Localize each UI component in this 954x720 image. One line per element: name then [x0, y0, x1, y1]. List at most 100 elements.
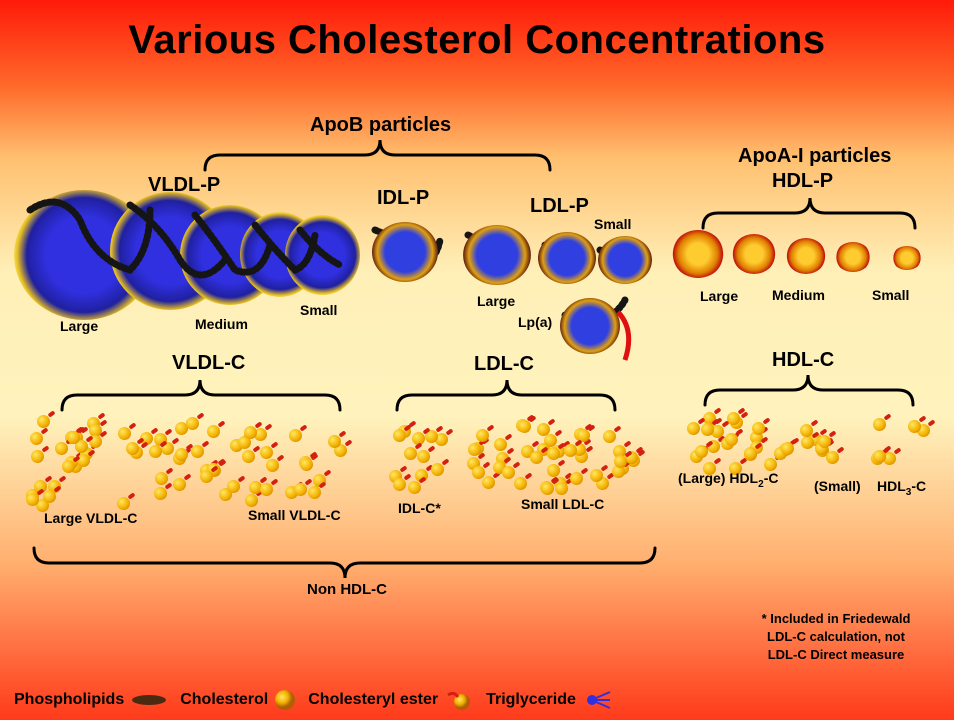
cholesteryl-ester-dot	[265, 459, 279, 473]
idl-p-heading: IDL-P	[377, 187, 430, 209]
cholesteryl-ester-dot	[467, 443, 481, 457]
vldl-small-label: Small	[300, 302, 338, 318]
cholesteryl-ester-dot	[408, 480, 422, 494]
non-hdl-c-bracket	[32, 546, 657, 579]
cholesteryl-ester-dot	[404, 446, 418, 460]
hdl-medium-label: Medium	[772, 287, 825, 303]
cholesteryl-ester-dot	[482, 476, 496, 490]
vldl-c-bracket	[60, 379, 342, 412]
ldl-c-heading: LDL-C	[474, 353, 534, 375]
cholesteryl-ester-dot	[243, 426, 257, 440]
cholesteryl-ester-dot	[727, 411, 741, 425]
cholesteryl-ester-dot	[501, 466, 515, 480]
hdl-medium-particle-1	[732, 234, 776, 274]
cholesteryl-ester-dot	[191, 445, 205, 459]
cholesteryl-ester-dot	[174, 447, 188, 461]
cholesteryl-ester-dot	[116, 497, 130, 511]
cholesteryl-ester-dot	[764, 458, 778, 472]
footnote-line-3: LDL-C Direct measure	[767, 647, 905, 662]
cholesteryl-ester-dot	[226, 479, 240, 493]
cholesteryl-ester-dot	[729, 462, 743, 476]
cholesteryl-ester-dot	[800, 424, 814, 438]
ldl-small-particle-2	[598, 236, 652, 284]
cholesterol-icon	[275, 690, 296, 710]
hdl-p-heading: HDL-P	[772, 170, 834, 192]
cholesteryl-ester-dot	[416, 449, 430, 463]
phospholipid-icon	[132, 695, 167, 705]
cholesteryl-ester-dot	[327, 435, 341, 449]
small-ldl-c-label: Small LDL-C	[521, 496, 605, 512]
ldl-large-label: Large	[477, 293, 516, 309]
cholesteryl-ester-dot	[260, 483, 274, 497]
cholesteryl-ester-dot	[513, 476, 527, 490]
cholesteryl-ester-dot	[569, 471, 583, 485]
cholesteryl-ester-dot	[244, 494, 258, 508]
cholesteryl-ester-dot	[476, 428, 490, 442]
cholesteryl-ester-dot	[299, 457, 313, 471]
cholesteryl-ester-dot	[554, 482, 568, 496]
cholesteryl-ester-dot	[818, 435, 832, 449]
cholesteryl-ester-dot	[530, 451, 544, 465]
idl-particle	[372, 222, 438, 282]
cholesteryl-ester-dot	[546, 463, 560, 477]
cholesteryl-ester-dot	[294, 483, 308, 497]
cholesteryl-ester-dot	[289, 428, 303, 442]
ldl-small-particle-1	[538, 232, 596, 284]
cholesteryl-ester-dot	[242, 449, 256, 463]
cholesteryl-ester-dot	[700, 422, 714, 436]
footnote-line-2: LDL-C calculation, not	[767, 629, 905, 644]
cholesteryl-ester-dot	[702, 462, 716, 476]
cholesteryl-ester-dot	[392, 429, 406, 443]
vldl-medium-label: Medium	[195, 316, 248, 332]
cholesteryl-ester-dot	[26, 493, 40, 507]
legend-phospholipids-label: Phospholipids	[14, 691, 125, 708]
vldl-p-heading: VLDL-P	[148, 174, 221, 196]
cholesteryl-ester-dot	[206, 424, 220, 438]
cholesteryl-ester-dot	[603, 429, 617, 443]
cholesteryl-ester-dot	[743, 446, 757, 460]
triglyceride-icon	[586, 691, 611, 709]
ldl-large-particle	[463, 225, 531, 285]
cholesteryl-ester-dot	[873, 418, 887, 432]
apob-bracket	[203, 139, 552, 172]
cholesteryl-ester-dot	[752, 422, 766, 436]
hdl-small-particle-1	[835, 242, 871, 272]
cholesteryl-ester-dot	[237, 435, 251, 449]
small-vldl-c-label: Small VLDL-C	[248, 507, 341, 523]
vldl-c-heading: VLDL-C	[172, 352, 246, 374]
cholesteryl-ester-dot	[563, 443, 577, 457]
ldl-small-label: Small	[594, 216, 632, 232]
cholesteryl-ester-dot	[518, 419, 532, 433]
cholesteryl-ester-dot	[174, 421, 188, 435]
cholesteryl-ester-dot	[75, 439, 89, 453]
cholesteryl-ester-dot	[125, 441, 139, 455]
cholesteryl-ester-dot	[431, 463, 445, 477]
cholesteryl-ester-dot	[825, 451, 839, 465]
cholesteryl-ester-dot	[612, 464, 625, 478]
cholesteryl-ester-dot	[248, 480, 262, 494]
hdl2-c-label: (Large) HDL2-C	[678, 470, 779, 490]
cholesteryl-ester-dot	[472, 466, 486, 480]
cholesteryl-ester-dot	[34, 479, 48, 493]
cholesteryl-ester-dot	[425, 430, 439, 444]
cholesteryl-ester-dot	[88, 424, 102, 438]
cholesteryl-ester-dot	[30, 449, 44, 463]
cholesteryl-ester-dot	[154, 472, 168, 486]
cholesteryl-ester-dot	[200, 470, 214, 484]
hdl-large-particle	[672, 230, 724, 278]
hdl-medium-particle-2	[786, 238, 826, 274]
large-vldl-c-label: Large VLDL-C	[44, 510, 138, 526]
cholesteryl-ester-dot	[687, 421, 701, 435]
cholesteryl-ester-dot	[67, 431, 81, 445]
hdl-p-bracket	[701, 197, 917, 230]
cholesteryl-ester-dot	[536, 422, 550, 436]
cholesteryl-ester-dot	[710, 425, 724, 439]
cholesteryl-ester-dot	[54, 441, 68, 455]
legend-cholesteryl-ester-label: Cholesteryl ester	[308, 691, 439, 708]
ldl-p-heading: LDL-P	[530, 195, 589, 217]
cholesteryl-ester-dot	[435, 433, 449, 447]
cholesteryl-ester-dot	[589, 468, 603, 482]
cholesteryl-ester-dot	[493, 437, 507, 451]
